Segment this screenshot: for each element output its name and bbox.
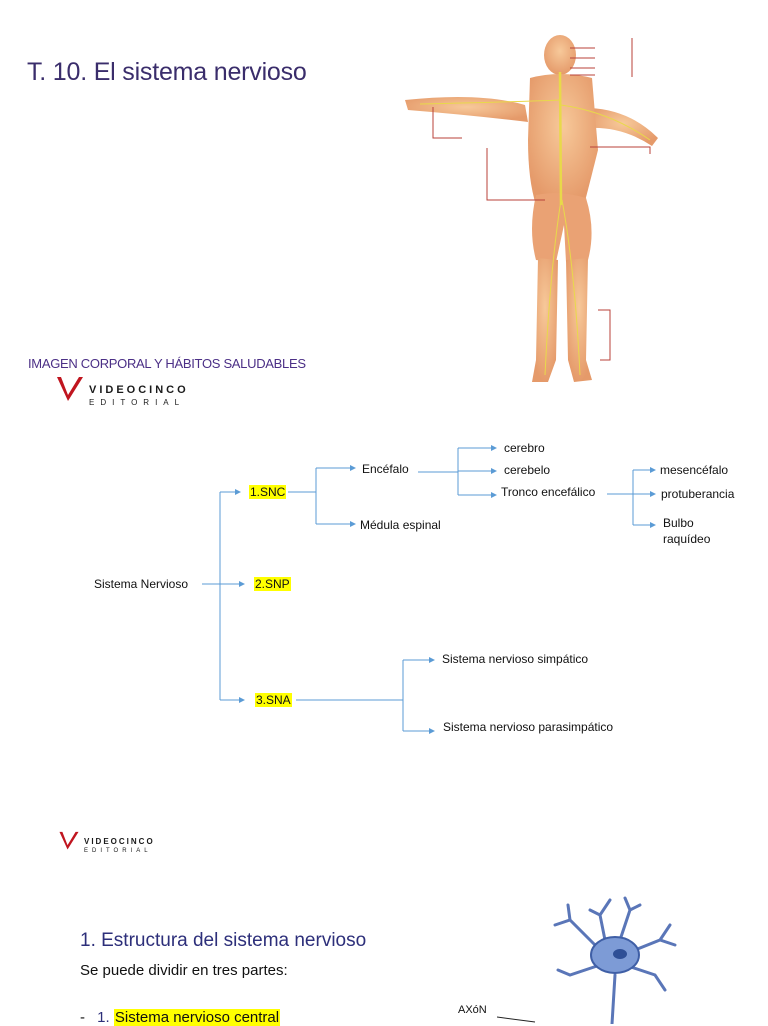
logo-line1: VIDEOCINCO — [89, 384, 189, 396]
logo-small-line1: VIDEOCINCO — [84, 837, 155, 846]
v-logo-icon — [57, 377, 83, 401]
section-intro: Se puede dividir en tres partes: — [80, 962, 288, 979]
publisher-logo: VIDEOCINCO EDITORIAL — [55, 373, 189, 407]
v-logo-icon — [59, 831, 79, 850]
node-sna: 3.SNA — [255, 693, 292, 707]
axon-label: AXóN — [458, 1004, 487, 1016]
page-title: T. 10. El sistema nervioso — [27, 58, 307, 86]
node-medula: Médula espinal — [360, 518, 441, 532]
node-cerebelo: cerebelo — [504, 463, 551, 477]
node-bulbo-2: raquídeo — [663, 532, 711, 546]
node-bulbo-1: Bulbo — [663, 516, 694, 530]
node-snp: 2.SNP — [254, 577, 291, 591]
logo-line2: EDITORIAL — [89, 398, 186, 407]
list-marker: - — [80, 1009, 85, 1026]
node-encefalo: Encéfalo — [362, 462, 409, 476]
node-cerebro: cerebro — [504, 441, 545, 455]
axon-pointer-line — [497, 1016, 536, 1023]
logo-small-line2: EDITORIAL — [84, 848, 152, 854]
list-number: 1. — [97, 1009, 110, 1026]
node-tronco: Tronco encefálico — [501, 485, 596, 499]
node-snc: 1.SNC — [249, 485, 287, 499]
neuron-illustration — [553, 896, 677, 1024]
human-body-figure — [405, 35, 658, 382]
course-subtitle: IMAGEN CORPORAL Y HÁBITOS SALUDABLES — [28, 356, 306, 371]
node-sistema-nervioso: Sistema Nervioso — [94, 577, 189, 591]
list-item-snc: - 1. Sistema nervioso central — [80, 1009, 281, 1026]
node-simpatico: Sistema nervioso simpático — [442, 652, 589, 666]
diagram-connectors — [202, 445, 656, 734]
node-protuberancia: protuberancia — [661, 487, 735, 501]
node-mesencefalo: mesencéfalo — [660, 463, 729, 477]
section-title: 1. Estructura del sistema nervioso — [80, 930, 367, 951]
list-item-text: Sistema nervioso central — [113, 1009, 281, 1026]
node-parasimpatico: Sistema nervioso parasimpático — [443, 720, 614, 734]
publisher-logo-small: VIDEOCINCO EDITORIAL — [58, 829, 155, 854]
